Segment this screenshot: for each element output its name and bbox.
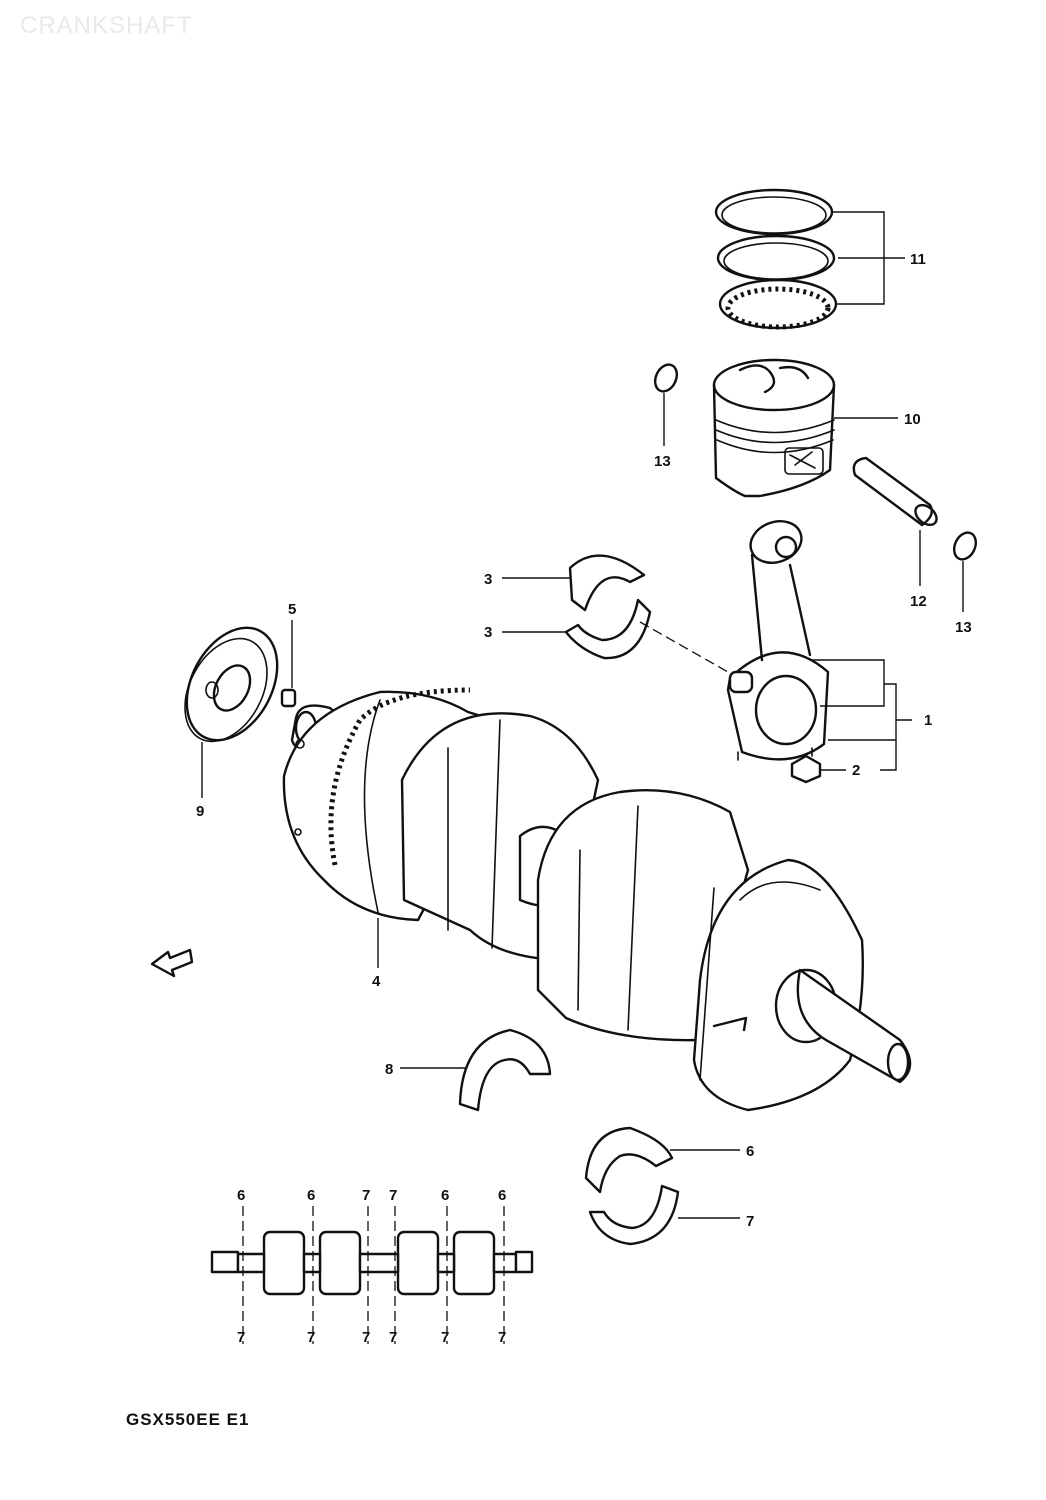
piston-rings	[714, 188, 838, 330]
map-bottom-7-2: 7	[307, 1329, 315, 1346]
callout-4: 4	[372, 973, 381, 990]
conrod-bearing-lower	[564, 598, 652, 660]
callout-3-upper: 3	[484, 571, 492, 588]
callout-12: 12	[910, 593, 927, 610]
map-top-6-4: 6	[498, 1187, 506, 1204]
circlip-right	[952, 531, 978, 561]
callout-3-lower: 3	[484, 624, 492, 641]
front-direction-arrow-icon	[150, 948, 194, 978]
conrod-bearing-upper	[568, 554, 646, 612]
page-title: CRANKSHAFT	[20, 12, 193, 39]
callout-8: 8	[385, 1061, 393, 1078]
map-top-7-1: 7	[362, 1187, 370, 1204]
piston	[712, 358, 836, 498]
callout-7-main-bearing: 7	[746, 1213, 754, 1230]
map-bottom-7-6: 7	[498, 1329, 506, 1346]
callout-11: 11	[910, 251, 926, 268]
map-top-6-1: 6	[237, 1187, 245, 1204]
piston-pin	[852, 456, 938, 527]
map-bottom-7-3: 7	[362, 1329, 370, 1346]
map-bottom-7-4: 7	[389, 1329, 397, 1346]
map-top-6-3: 6	[441, 1187, 449, 1204]
crankshaft-journal-map	[210, 1206, 534, 1344]
callout-13-left: 13	[654, 453, 671, 470]
map-top-6-2: 6	[307, 1187, 315, 1204]
thrust-disc	[184, 626, 279, 743]
callout-10: 10	[904, 411, 921, 428]
map-bottom-7-1: 7	[237, 1329, 245, 1346]
conrod-nut	[790, 754, 822, 784]
connecting-rod	[726, 520, 830, 761]
callout-6-main-bearing: 6	[746, 1143, 754, 1160]
map-top-7-2: 7	[389, 1187, 397, 1204]
crankshaft	[282, 687, 912, 1112]
main-bearing-lower	[588, 1184, 680, 1246]
callout-9: 9	[196, 803, 204, 820]
callout-5: 5	[288, 601, 296, 618]
circlip-left	[653, 363, 679, 393]
thrust-bearing	[458, 1028, 552, 1112]
callout-2: 2	[852, 762, 860, 779]
callout-13-right: 13	[955, 619, 972, 636]
callout-1: 1	[924, 712, 932, 729]
dowel-pin	[280, 688, 297, 708]
main-bearing-upper	[584, 1126, 674, 1194]
map-bottom-7-5: 7	[441, 1329, 449, 1346]
model-code: GSX550EE E1	[126, 1410, 250, 1429]
